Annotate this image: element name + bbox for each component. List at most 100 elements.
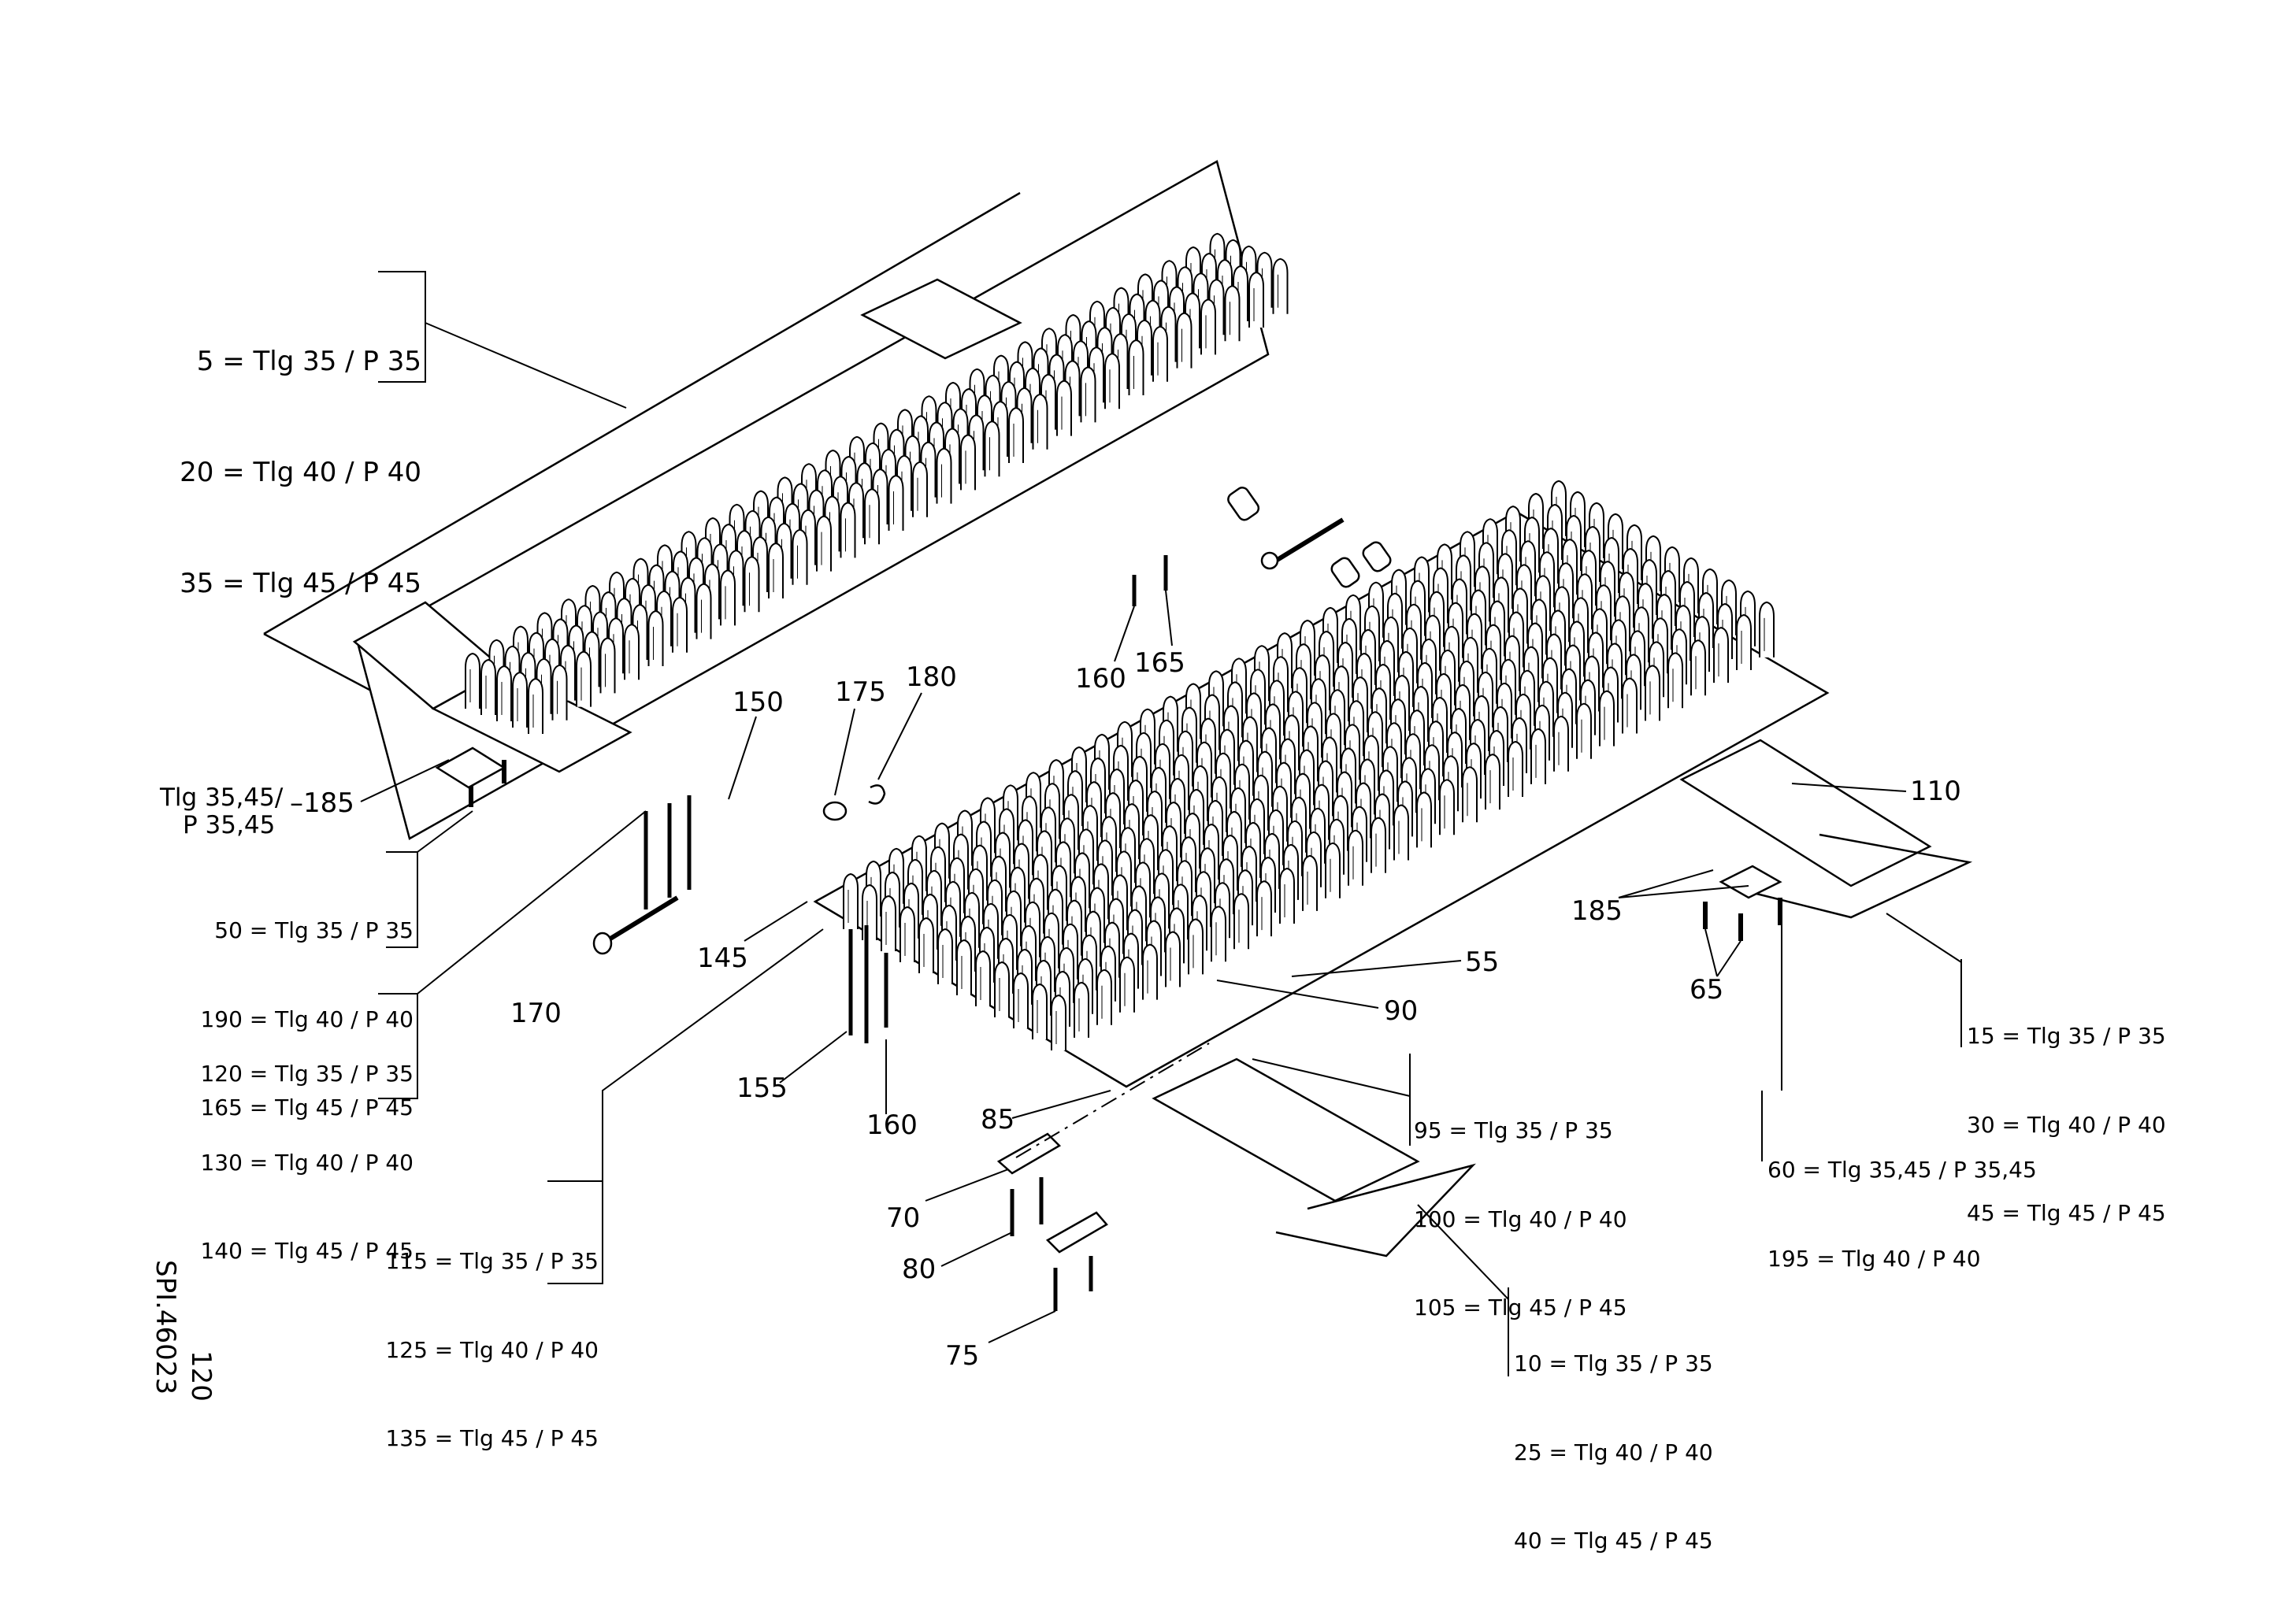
tine [1056,380,1072,437]
tine [1032,393,1048,450]
tine [1080,366,1096,424]
clamp-plate [996,1132,1062,1175]
drawing-code: SPI.46023 [150,1260,181,1395]
tine [1553,715,1569,772]
tine [1690,639,1706,697]
variant-table-5: 5 = Tlg 35 / P 35 20 = Tlg 40 / P 40 35 … [110,269,421,676]
tine [1462,766,1478,824]
strip-plate [435,746,506,789]
leader-t50 [417,810,473,853]
tine [1439,779,1455,836]
table-row: 5 = Tlg 35 / P 35 [196,346,421,377]
tine [912,461,928,518]
leader-t115 [602,928,824,1283]
table-row: 10 = Tlg 35 / P 35 [1514,1350,1713,1376]
table-row: 165 = Tlg 45 / P 45 [200,1095,414,1120]
tine [1645,665,1660,722]
tine [888,475,904,532]
leader-110 [1791,783,1907,792]
tine [816,515,832,572]
pin-170-head [592,932,613,955]
sheet-number: 120 [185,1350,217,1402]
lower-right-plate [1679,739,1932,887]
clamp-plate [1045,1211,1108,1254]
tine [1233,893,1249,950]
tine [720,569,736,627]
table-row: 105 = Tlg 45 / P 45 [1414,1295,1627,1321]
callout-label: 185 [303,787,354,819]
variant-table-60: 60 = Tlg 35,45 / P 35,45 195 = Tlg 40 / … [1767,1096,2083,1332]
exploded-parts-diagram: 5 = Tlg 35 / P 35 20 = Tlg 40 / P 40 35 … [110,160,2203,1554]
leader-t95 [1252,1058,1411,1097]
table-row: 130 = Tlg 40 / P 40 [200,1149,414,1176]
callout-55: 55 [1465,946,1500,978]
bracket-t50 [386,851,418,948]
leader-t120 [417,810,647,995]
leader-80 [940,1232,1013,1267]
table-row: 25 = Tlg 40 / P 40 [1514,1439,1713,1465]
tine [1485,754,1500,811]
table-row: 140 = Tlg 45 / P 45 [200,1238,414,1264]
tine [1736,614,1752,671]
tine [1074,981,1089,1039]
bracket-t5 [378,271,426,383]
leader-t10 [1417,1204,1509,1300]
callout-85: 85 [981,1104,1015,1135]
strip-plate [1719,865,1782,899]
center-line [1015,1043,1210,1158]
washer [822,801,848,821]
tine [1008,407,1024,464]
variant-table-15: 15 = Tlg 35 / P 35 30 = Tlg 40 / P 40 45… [1967,962,2203,1287]
callout-180: 180 [906,661,957,693]
tine [480,659,496,716]
tine [1325,842,1341,899]
callout-175: 175 [835,676,886,708]
leader-t15 [1886,913,1962,963]
tine [984,420,1000,478]
tine [1165,931,1181,988]
tine [512,672,528,728]
table-row: 100 = Tlg 40 / P 40 [1414,1206,1627,1232]
tine [1667,652,1683,709]
tine [956,939,972,996]
leader-185b [1618,869,1714,898]
leader-90 [1216,980,1379,1009]
tine [1142,943,1158,1001]
tine [1104,353,1120,410]
tine [1599,690,1615,747]
tine [496,665,512,722]
tine [1759,601,1775,658]
callout-185: –185 [290,787,354,819]
tine [1200,298,1216,356]
leader-65a [1704,928,1718,977]
leader-175 [834,708,855,796]
tine [1032,983,1048,1040]
tine [792,528,808,586]
bushing [1362,541,1392,572]
drawing-linework [263,160,1973,1376]
tine [1576,702,1592,760]
tine [1176,312,1193,369]
tine [1051,995,1066,1051]
callout-160: 160 [1075,663,1126,695]
tine [576,650,592,708]
tine [1713,627,1729,684]
leader-150 [728,716,757,800]
tine [1393,804,1409,861]
tine [647,610,664,667]
tine [975,950,991,1007]
tine [937,928,953,985]
leader-185c [1618,885,1749,898]
note-185: Tlg 35,45/ [160,783,284,812]
tine [528,678,543,735]
tine [624,624,640,681]
callout-80: 80 [902,1254,937,1285]
tine [1256,880,1272,938]
variant-table-10: 10 = Tlg 35 / P 35 25 = Tlg 40 / P 40 40… [1514,1290,1750,1615]
tine [465,653,480,709]
callout-170: 170 [510,998,562,1029]
tine [864,488,880,546]
upper-right-plate [860,278,1022,360]
leader-t5 [425,322,627,409]
tine [918,917,934,974]
